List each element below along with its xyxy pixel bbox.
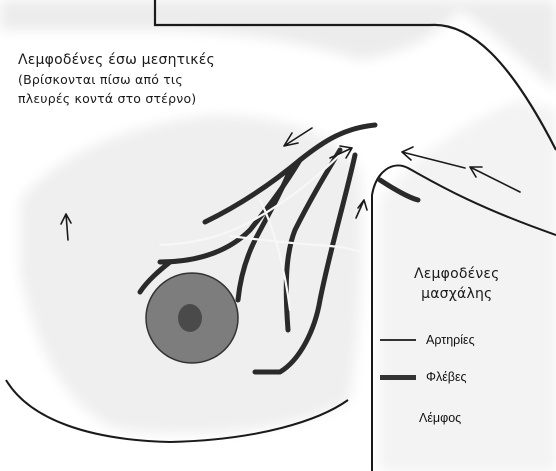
internal-mammary-nodes-label: Λεμφοδένες έσω μεσητικές (Βρίσκονται πίσ… — [18, 51, 215, 108]
nipple — [178, 304, 202, 332]
internal-mammary-note-line2: (Βρίσκονται πίσω από τις — [18, 70, 215, 89]
legend-lymph: Λέμφος — [419, 411, 461, 425]
legend-lymph-label: Λέμφος — [419, 411, 461, 425]
legend-arteries-swatch — [380, 339, 416, 341]
legend-veins: Φλέβες — [380, 370, 467, 384]
axillary-label-line1: Λεμφοδένες — [414, 264, 500, 284]
legend-arteries: Αρτηρίες — [380, 333, 475, 347]
internal-mammary-title: Λεμφοδένες έσω μεσητικές — [18, 51, 215, 70]
legend-veins-label: Φλέβες — [426, 370, 467, 384]
axillary-label-line2: μασχάλης — [414, 284, 500, 304]
legend-veins-swatch — [380, 375, 416, 380]
legend-arteries-label: Αρτηρίες — [426, 333, 475, 347]
axillary-nodes-label: Λεμφοδένες μασχάλης — [414, 264, 500, 304]
internal-mammary-note-line3: πλευρές κοντά στο στέρνο) — [18, 89, 215, 108]
